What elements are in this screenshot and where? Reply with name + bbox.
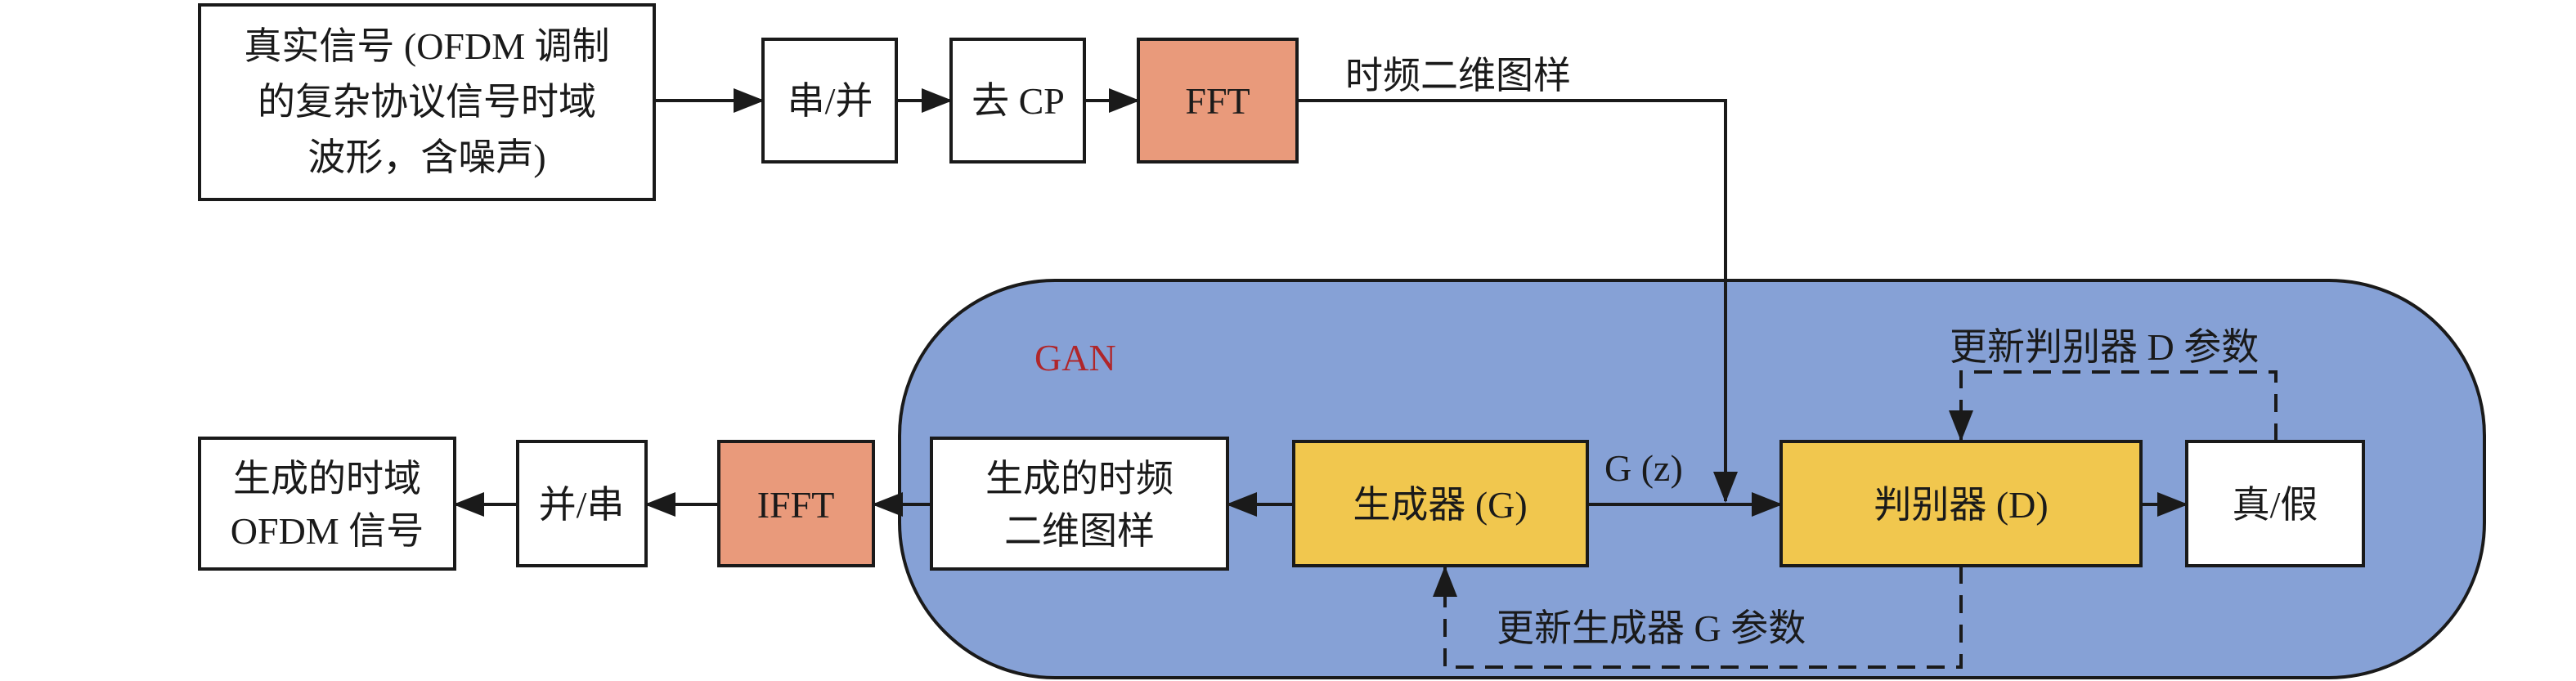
remove-cp-box bbox=[949, 38, 1086, 164]
fft-box bbox=[1137, 38, 1299, 164]
tf-pattern-label: 时频二维图样 bbox=[1345, 55, 1571, 96]
update-discriminator-feedback bbox=[1949, 370, 2278, 441]
real-signal-line-1: 真实信号 (OFDM 调制 bbox=[244, 25, 609, 67]
gan-label: GAN bbox=[1034, 337, 1116, 379]
parallel-to-serial-label: 并/串 bbox=[539, 484, 625, 526]
serial-to-parallel-label: 串/并 bbox=[788, 80, 873, 122]
generated-tf-line-2: 二维图样 bbox=[1004, 510, 1155, 552]
real-signal-line-2: 的复杂协议信号时域 bbox=[258, 81, 596, 123]
generator-label: 生成器 (G) bbox=[1353, 484, 1527, 526]
update-discriminator-label: 更新判别器 D 参数 bbox=[1950, 326, 2259, 368]
parallel-to-serial-box bbox=[516, 440, 648, 567]
update-generator-feedback bbox=[1433, 566, 1963, 669]
generated-tf-box bbox=[930, 437, 1229, 571]
update-generator-label: 更新生成器 G 参数 bbox=[1497, 607, 1806, 649]
real-signal-line-3: 波形，含噪声) bbox=[307, 137, 545, 178]
generated-td-box bbox=[198, 437, 456, 571]
fft-label: FFT bbox=[1185, 80, 1250, 122]
generated-td-line-2: OFDM 信号 bbox=[231, 510, 424, 552]
generated-tf-line-1: 生成的时频 bbox=[985, 458, 1174, 500]
real-fake-label: 真/假 bbox=[2233, 484, 2318, 526]
discriminator-box bbox=[1779, 440, 2143, 567]
arrow-fft-to-discriminator bbox=[1297, 99, 1738, 503]
gz-label: G (z) bbox=[1604, 447, 1683, 489]
gan-container bbox=[898, 279, 2486, 679]
ifft-box bbox=[717, 440, 875, 567]
ifft-label: IFFT bbox=[757, 484, 835, 526]
generator-box bbox=[1292, 440, 1589, 567]
generated-td-line-1: 生成的时域 bbox=[233, 458, 421, 500]
remove-cp-label: 去 CP bbox=[972, 80, 1065, 122]
discriminator-label: 判别器 (D) bbox=[1874, 484, 2048, 526]
real-signal-box bbox=[198, 3, 656, 201]
serial-to-parallel-box bbox=[761, 38, 898, 164]
